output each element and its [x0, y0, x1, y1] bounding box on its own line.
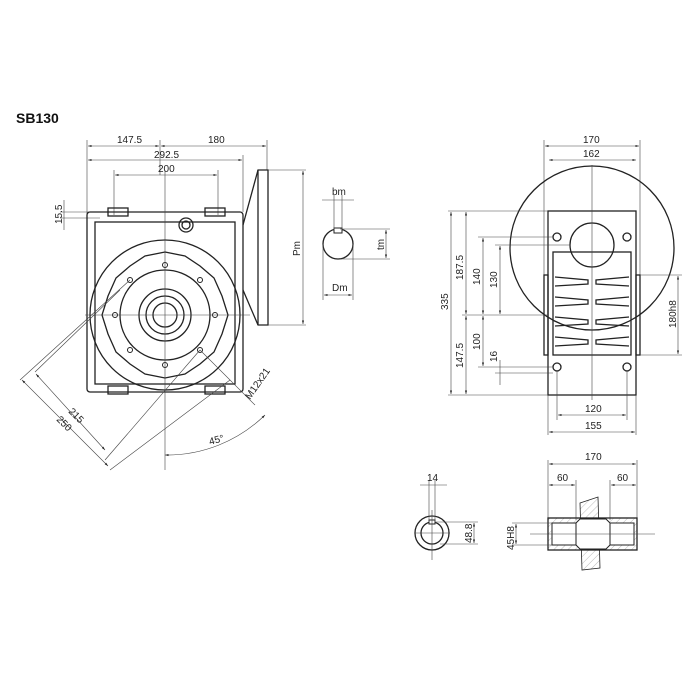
- thread-label: M12x21: [243, 366, 273, 402]
- dim-180: 180: [208, 135, 225, 146]
- angle-label: 45°: [208, 433, 225, 448]
- dim-120: 120: [585, 404, 602, 415]
- dim-180h8: 180h8: [668, 300, 679, 328]
- dim-15-5: 15.5: [54, 204, 65, 224]
- hollow-shaft-key-detail: 14 48.8: [414, 473, 478, 560]
- dim-dm: Dm: [332, 283, 348, 294]
- dim-60-right: 60: [617, 473, 629, 484]
- dim-16: 16: [489, 350, 500, 362]
- dim-48-8: 48.8: [464, 523, 475, 543]
- dim-170-shaft: 170: [585, 452, 602, 463]
- dim-155: 155: [585, 421, 602, 432]
- dim-bm: bm: [332, 187, 346, 198]
- shaft-key-detail: bm tm Dm: [322, 187, 390, 300]
- dim-14: 14: [427, 473, 439, 484]
- dim-162: 162: [583, 149, 600, 160]
- dim-335: 335: [440, 293, 451, 310]
- dim-60-left: 60: [557, 473, 569, 484]
- front-view: 147.5 180 292.5 200 15.5: [19, 135, 306, 471]
- dim-140: 140: [472, 268, 483, 285]
- dim-187-5: 187.5: [455, 255, 466, 280]
- dim-200: 200: [158, 164, 175, 175]
- dim-130: 130: [489, 271, 500, 288]
- hollow-shaft-section: 170 60 60 45H8: [506, 452, 655, 571]
- dim-147-5-lower: 147.5: [455, 343, 466, 368]
- model-title: SB130: [16, 110, 59, 126]
- dim-147-5: 147.5: [117, 135, 142, 146]
- dim-45h8: 45H8: [506, 526, 517, 550]
- dim-100: 100: [472, 333, 483, 350]
- dim-170-top: 170: [583, 135, 600, 146]
- dim-292-5: 292.5: [154, 150, 179, 161]
- dim-pm: Pm: [292, 241, 303, 256]
- dim-tm: tm: [376, 239, 387, 250]
- side-view: 170 162 335 187.5: [440, 135, 682, 435]
